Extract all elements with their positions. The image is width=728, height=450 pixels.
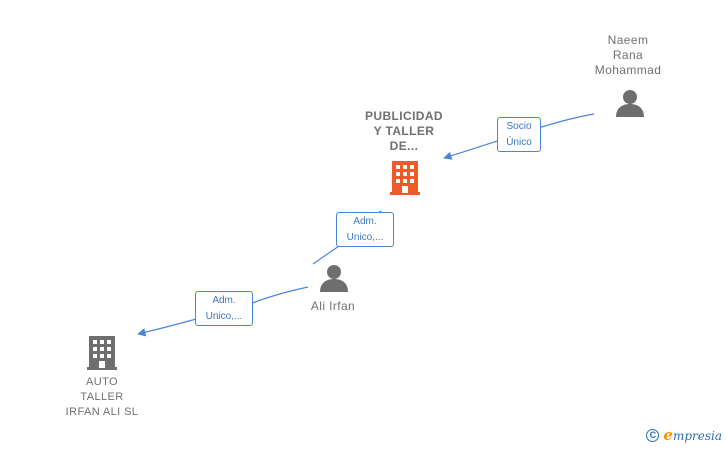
node-label-publicidad[interactable]: PUBLICIDAD Y TALLER DE... bbox=[354, 109, 454, 154]
node-label-line: TALLER bbox=[80, 391, 124, 403]
node-label-line: Ali Irfan bbox=[310, 299, 356, 313]
node-label-line: PUBLICIDAD bbox=[365, 109, 443, 123]
node-label-line: Rana bbox=[612, 48, 644, 62]
node-label-ali[interactable]: Ali Irfan bbox=[295, 299, 371, 314]
node-label-line: Mohammad bbox=[594, 63, 662, 77]
building-icon[interactable] bbox=[87, 336, 117, 370]
person-icon[interactable] bbox=[320, 265, 348, 292]
building-icon[interactable] bbox=[390, 161, 420, 195]
node-label-line: DE... bbox=[389, 139, 419, 153]
edge-label-ali-auto-taller[interactable]: Adm. Unico,... bbox=[195, 291, 253, 326]
edge-label-line: Adm. bbox=[353, 216, 377, 227]
edge-label-ali-publicidad[interactable]: Adm. Unico,... bbox=[336, 212, 394, 247]
node-label-line: AUTO bbox=[86, 376, 118, 388]
empresia-watermark[interactable]: C empresia bbox=[646, 426, 722, 444]
brand-initial: e bbox=[663, 426, 673, 444]
node-label-line: IRFAN ALI SL bbox=[65, 406, 139, 418]
edge-label-line: Adm. bbox=[212, 295, 236, 306]
edge-label-naeem-publicidad[interactable]: Socio Único bbox=[497, 117, 541, 152]
brand-logo: empresia bbox=[663, 426, 722, 444]
edge-label-line: Socio bbox=[506, 121, 532, 132]
node-label-auto-taller[interactable]: AUTO TALLER IRFAN ALI SL bbox=[52, 375, 152, 420]
copyright-icon: C bbox=[646, 428, 660, 442]
node-label-line: Naeem bbox=[607, 33, 649, 47]
edge-label-line: Unico,... bbox=[346, 232, 384, 243]
person-icon[interactable] bbox=[616, 90, 644, 117]
brand-rest: mpresia bbox=[672, 429, 722, 443]
node-label-naeem[interactable]: Naeem Rana Mohammad bbox=[588, 33, 668, 78]
node-label-line: Y TALLER bbox=[373, 124, 435, 138]
edge-label-line: Único bbox=[506, 137, 532, 148]
edge-label-line: Unico,... bbox=[205, 311, 243, 322]
